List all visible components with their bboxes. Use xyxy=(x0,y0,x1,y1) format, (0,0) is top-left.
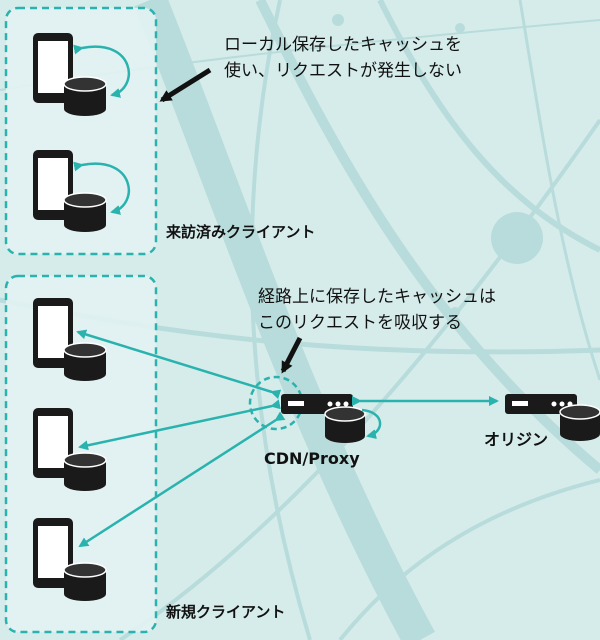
visited-client-2 xyxy=(33,150,130,232)
visited-client-1 xyxy=(33,33,130,116)
server-icon xyxy=(505,394,577,414)
cache-database-icon xyxy=(63,562,107,601)
path-cache-note-line-2: このリクエストを吸収する xyxy=(258,313,462,333)
callout-arrow-local-cache xyxy=(159,67,212,103)
local-cache-note-line-1: ローカル保存したキャッシュを xyxy=(224,35,462,55)
origin-node xyxy=(505,394,600,441)
local-cache-loop-arrow xyxy=(73,161,130,215)
cache-database-icon xyxy=(63,192,107,232)
cache-database-icon xyxy=(63,342,107,381)
cache-database-icon xyxy=(559,404,600,441)
client-cdn-arrows xyxy=(76,329,286,548)
local-cache-note: ローカル保存したキャッシュを 使い、リクエストが発生しない xyxy=(224,32,462,84)
new-client-3 xyxy=(33,518,107,601)
local-cache-note-line-2: 使い、リクエストが発生しない xyxy=(224,61,462,81)
cdn-cache-loop-arrow xyxy=(361,408,382,440)
arrow-cdn-to-client-3 xyxy=(78,411,286,548)
callout-arrow-path-cache xyxy=(280,336,303,374)
cache-database-icon xyxy=(63,76,107,116)
path-cache-note: 経路上に保存したキャッシュは このリクエストを吸収する xyxy=(258,284,496,336)
local-cache-loop-arrow xyxy=(73,44,130,98)
new-clients-label: 新規クライアント xyxy=(166,603,286,621)
cdn-proxy-label: CDN/Proxy xyxy=(264,449,360,468)
path-cache-note-line-1: 経路上に保存したキャッシュは xyxy=(258,287,496,307)
arrow-cdn-to-client-1 xyxy=(76,329,282,400)
cache-database-icon xyxy=(63,452,107,491)
visited-clients-label: 来訪済みクライアント xyxy=(166,223,316,241)
background-nodes xyxy=(332,14,543,317)
cache-database-icon xyxy=(324,406,366,443)
origin-label: オリジン xyxy=(484,430,549,449)
cdn-proxy-node xyxy=(248,375,382,443)
